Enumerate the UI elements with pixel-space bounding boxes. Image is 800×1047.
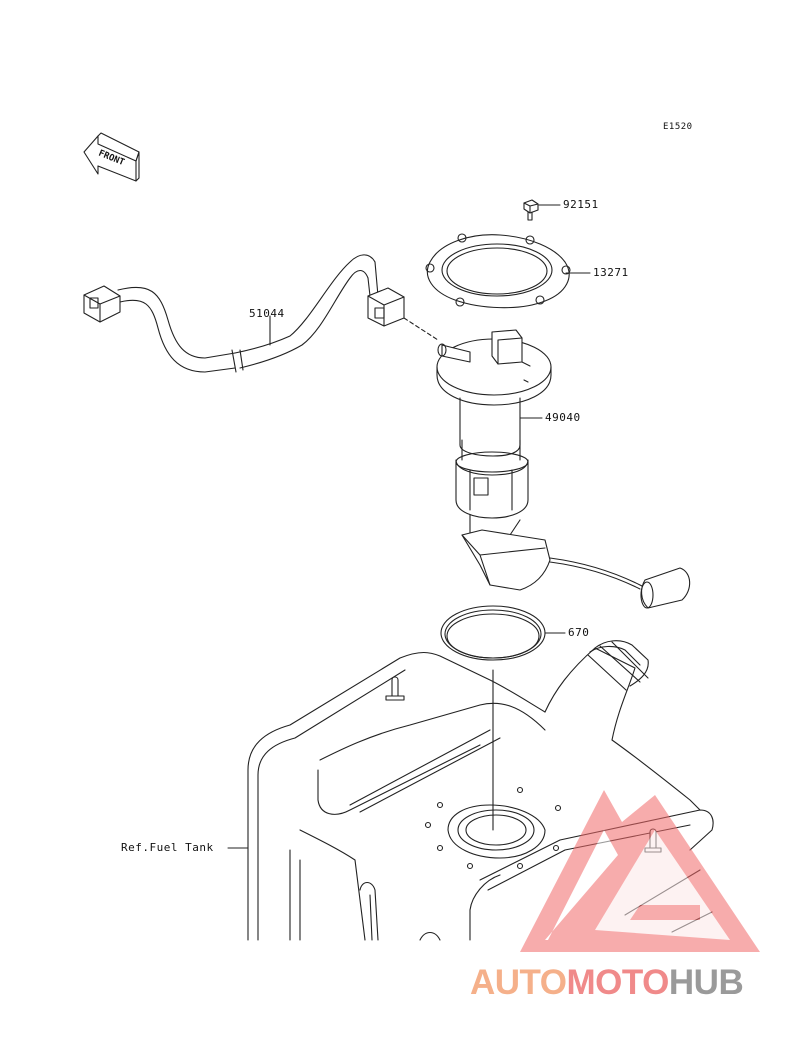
part-label-92151: 92151 (563, 198, 599, 211)
diagram-code: E1520 (663, 122, 693, 132)
part-label-51044: 51044 (249, 307, 285, 320)
watermark-part-auto: AUTO (470, 963, 567, 1002)
part-label-13271: 13271 (593, 266, 629, 279)
watermark-text: AUTOMOTOHUB (470, 963, 744, 1003)
watermark-part-moto: MOTO (566, 963, 670, 1002)
bolt-92151 (523, 199, 539, 221)
front-arrow-icon: FRONT (83, 132, 140, 182)
watermark-logo-icon (520, 790, 760, 952)
ref-fuel-tank-label: Ref.Fuel Tank (121, 841, 214, 854)
gasket-13271 (425, 233, 571, 309)
o-ring-670 (440, 605, 546, 661)
part-label-49040: 49040 (545, 411, 581, 424)
watermark-part-hub: HUB (668, 963, 744, 1002)
fuel-hose-51044 (83, 254, 405, 373)
fuel-pump-49040 (436, 329, 691, 609)
part-label-670: 670 (568, 626, 590, 639)
